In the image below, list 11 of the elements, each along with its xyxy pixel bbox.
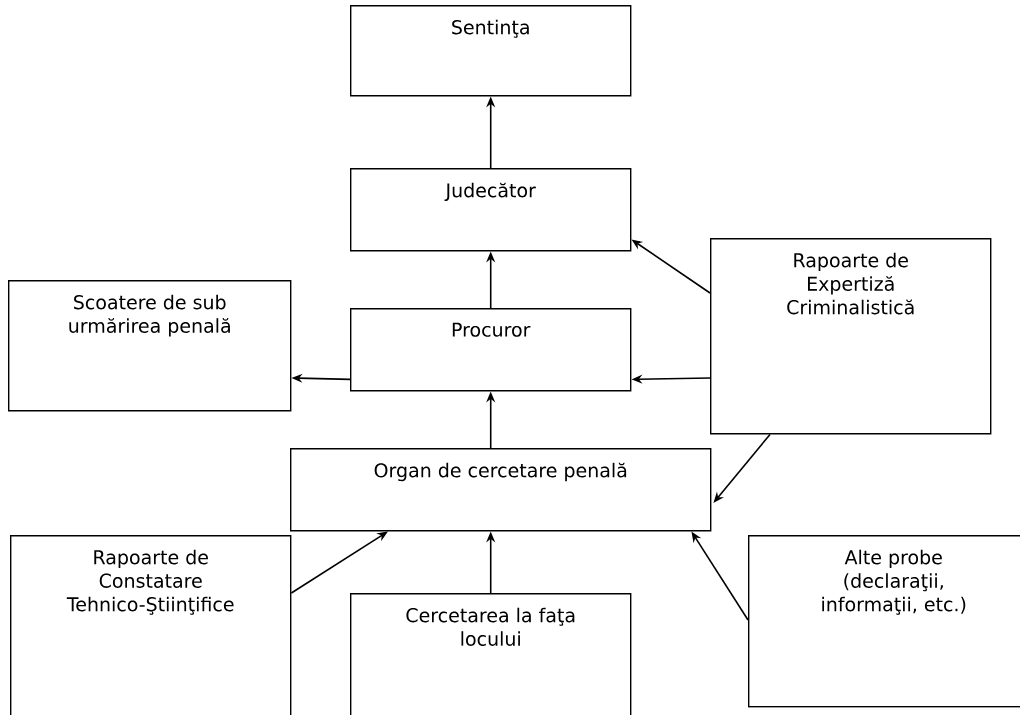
arrow: [713, 433, 771, 503]
text-box: Judecător: [350, 168, 632, 252]
text-box: Sentinţa: [350, 5, 632, 97]
arrow: [290, 531, 388, 594]
text-box: Cercetarea la faţa locului: [350, 593, 632, 715]
text-box: Procuror: [350, 308, 632, 392]
text-box: Alte probe (declaraţii, informaţii, etc.): [748, 535, 1020, 708]
text-box: Scoatere de sub urmărirea penală: [8, 280, 292, 412]
text-box: Rapoarte de Constatare Tehnico-Ştiinţifice: [10, 535, 292, 715]
text-box: Organ de cercetare penală: [290, 448, 712, 532]
text-box: Rapoarte de Expertiză Criminalistică: [710, 238, 992, 435]
